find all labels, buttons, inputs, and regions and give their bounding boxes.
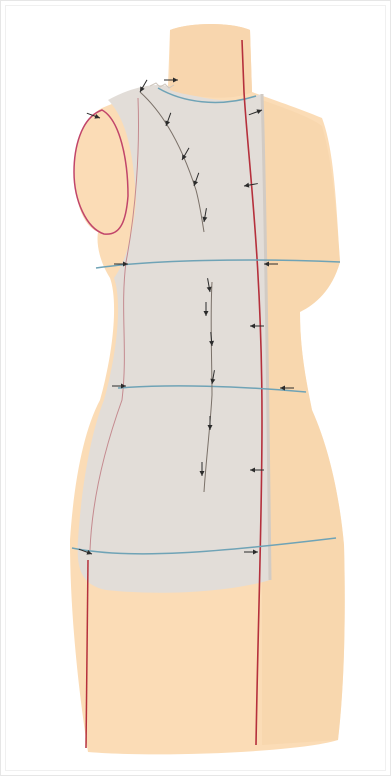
dress-form-shade [262,100,345,745]
neck-column [170,24,252,98]
